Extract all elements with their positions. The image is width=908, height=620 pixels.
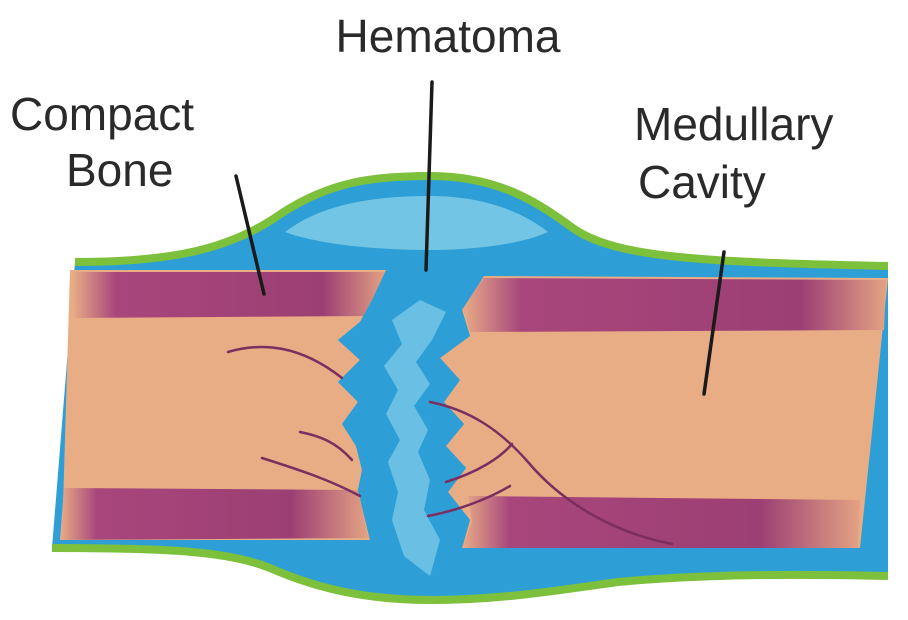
compact-bone-bottom-right — [462, 496, 860, 548]
compact-bone-label-line2: Bone — [66, 144, 173, 196]
hematoma-label: Hematoma — [336, 10, 561, 62]
compact-bone-top-right — [462, 278, 886, 332]
compact-bone-label-line1: Compact — [10, 88, 194, 140]
compact-bone-top-left — [72, 272, 386, 318]
compact-bone-bottom-left — [60, 488, 368, 540]
medullary-cavity-label-line1: Medullary — [634, 98, 833, 150]
medullary-cavity-label-line2: Cavity — [638, 156, 766, 208]
